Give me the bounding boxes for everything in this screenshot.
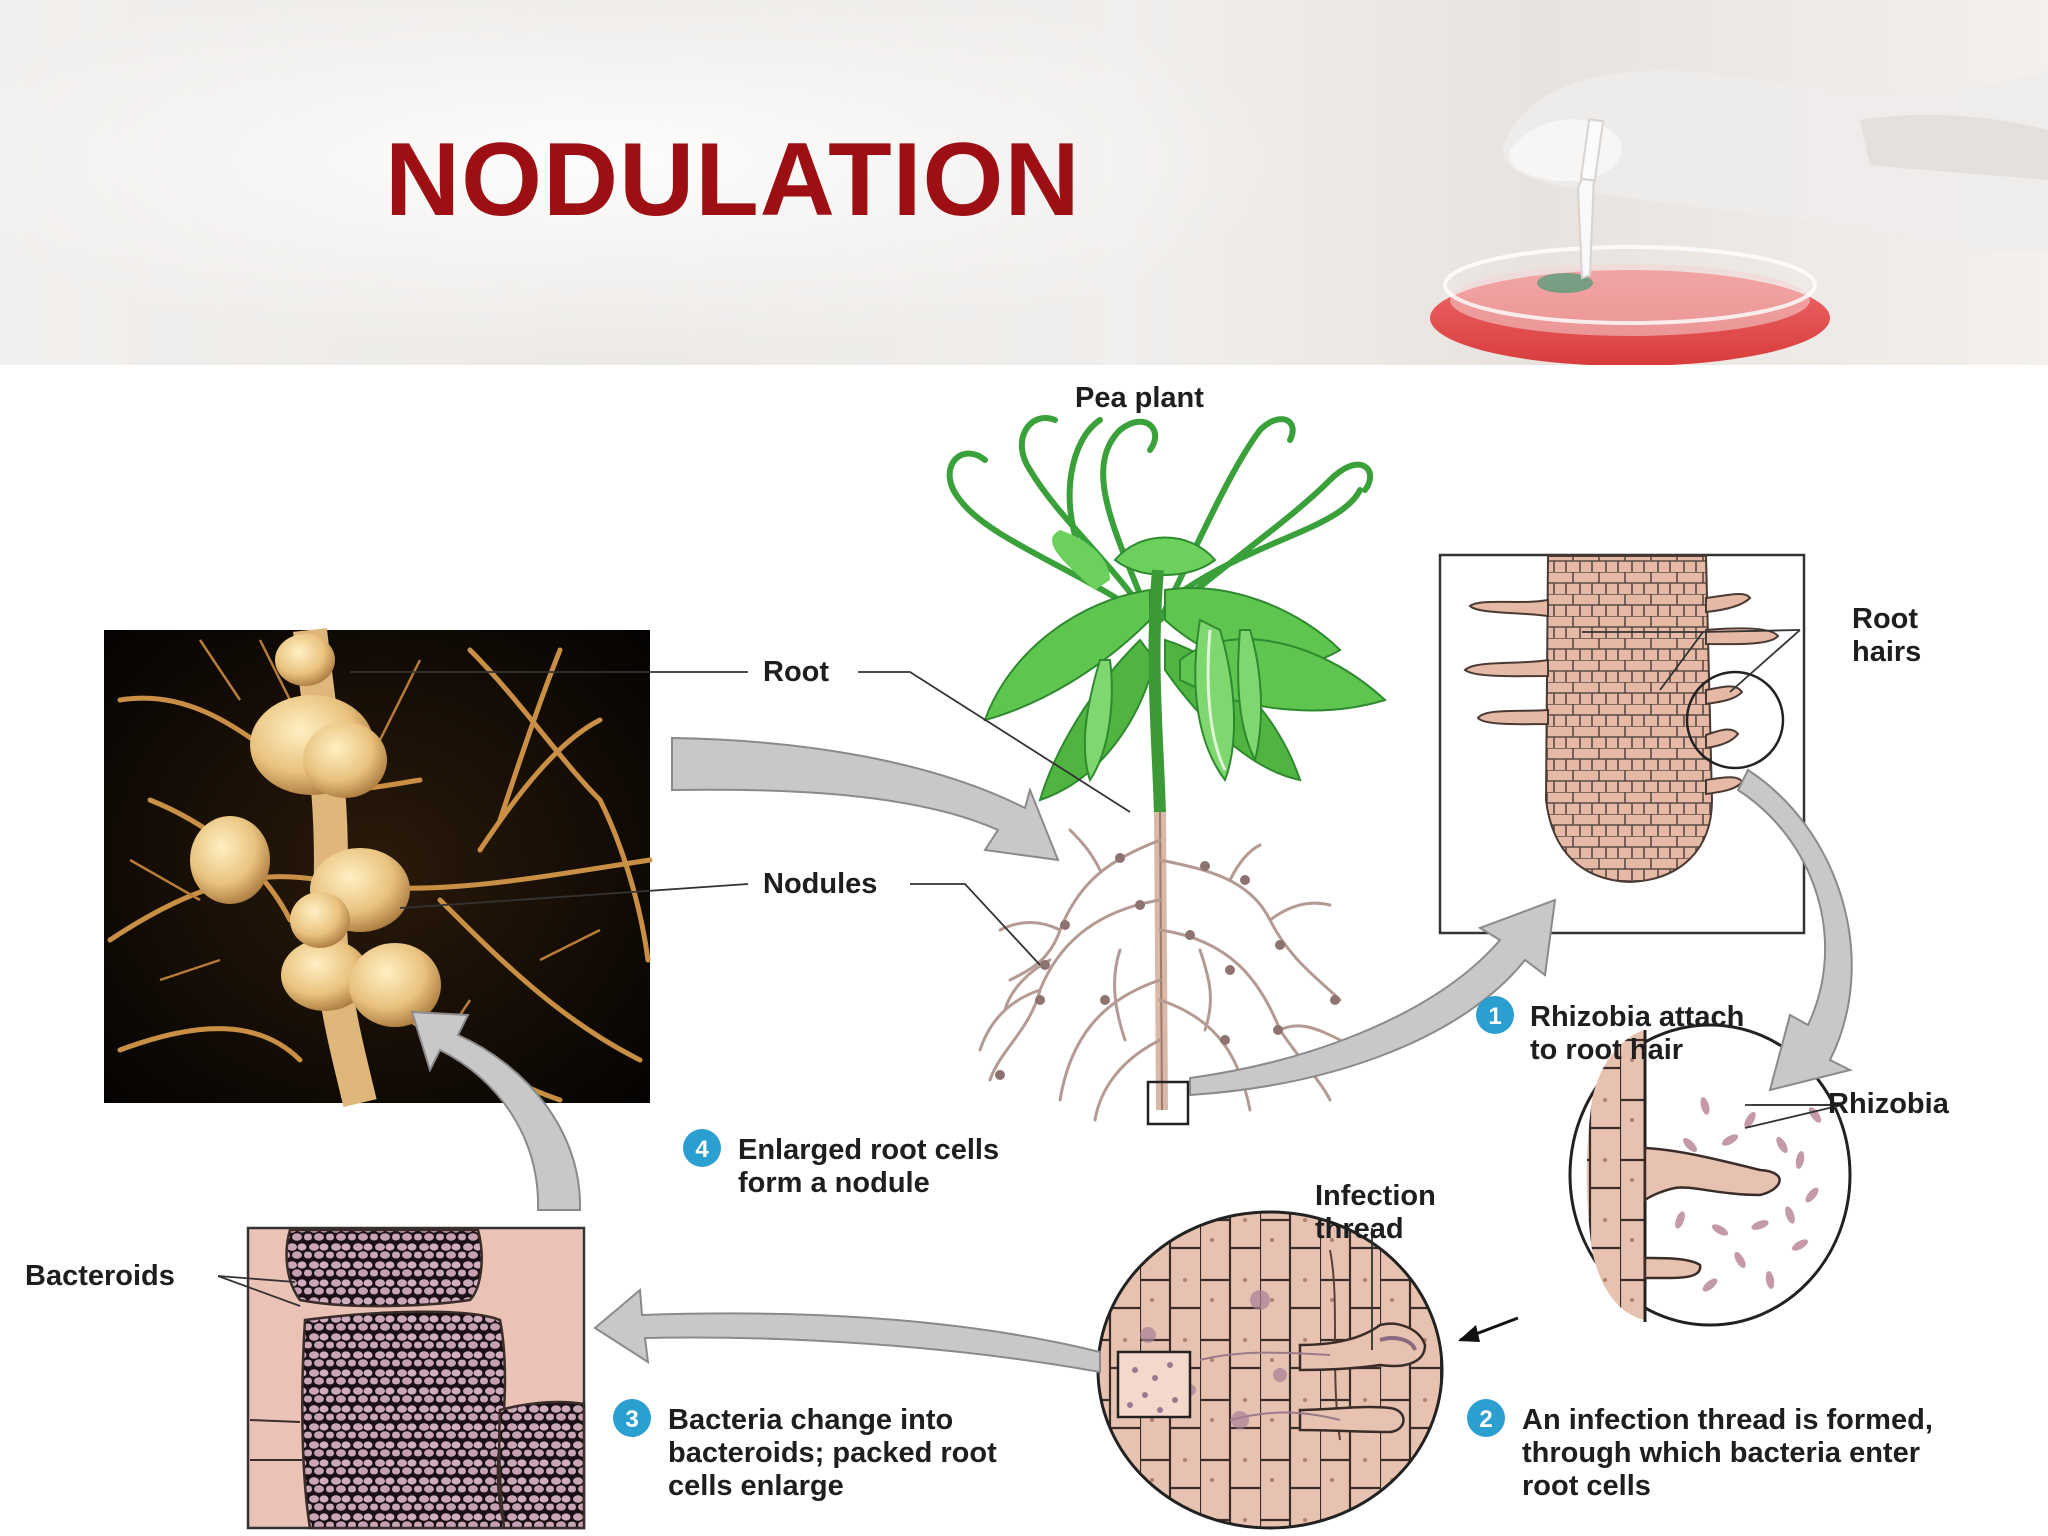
step-2-line3: root cells bbox=[1522, 1470, 1651, 1502]
arrow-thread-to-bacteroids bbox=[593, 1287, 1101, 1374]
step-4-badge bbox=[683, 1129, 721, 1167]
step-2-badge bbox=[1467, 1399, 1505, 1437]
step-1-line1: Rhizobia attach bbox=[1530, 1001, 1744, 1033]
bacteroids-inset bbox=[246, 1226, 586, 1530]
step-1: 1 Rhizobia attach to root hair bbox=[1476, 996, 1744, 1066]
step-2-line2: through which bacteria enter bbox=[1522, 1437, 1920, 1469]
step-2-line1: An infection thread is formed, bbox=[1522, 1404, 1933, 1436]
root-nodules-dots bbox=[995, 853, 1340, 1080]
label-infection-thread-line2: thread bbox=[1315, 1213, 1404, 1245]
pea-plant-illustration bbox=[946, 415, 1387, 1126]
label-root-hairs-line2: hairs bbox=[1852, 636, 1921, 668]
arrow-plant-to-root-tip bbox=[1189, 898, 1557, 1097]
label-pea-plant: Pea plant bbox=[1075, 382, 1204, 414]
step-1-number: 1 bbox=[1488, 1003, 1501, 1030]
step-3-line1: Bacteria change into bbox=[668, 1404, 953, 1436]
step-1-line2: to root hair bbox=[1530, 1034, 1683, 1066]
step-4: 4 Enlarged root cells form a nodule bbox=[683, 1129, 999, 1199]
root-nodules-photo bbox=[104, 628, 653, 1107]
step-3-number: 3 bbox=[625, 1406, 638, 1433]
slide-title: NODULATION bbox=[385, 122, 1081, 238]
label-bacteroids: Bacteroids bbox=[25, 1260, 175, 1292]
step-2-number: 2 bbox=[1479, 1406, 1492, 1433]
label-root-hairs-line1: Root bbox=[1852, 603, 1918, 635]
step-3-line2: bacteroids; packed root bbox=[668, 1437, 997, 1469]
step-1-badge bbox=[1476, 996, 1514, 1034]
step-4-number: 4 bbox=[695, 1136, 709, 1163]
step-4-line1: Enlarged root cells bbox=[738, 1134, 999, 1166]
root-tip-inset bbox=[1438, 553, 1806, 935]
label-infection-thread-line1: Infection bbox=[1315, 1180, 1436, 1212]
lab-photo-background bbox=[0, 0, 2048, 365]
rhizobia-attach-circle bbox=[1568, 1023, 1852, 1327]
label-nodules: Nodules bbox=[763, 868, 877, 900]
header-banner: NODULATION bbox=[0, 0, 2048, 365]
leader-lines bbox=[217, 629, 1843, 1350]
step-2: 2 An infection thread is formed, through… bbox=[1467, 1399, 1933, 1502]
root-tip-inset-box bbox=[1146, 1080, 1190, 1126]
arrow-photo-to-plant bbox=[671, 736, 1060, 862]
infection-thread-circle bbox=[1096, 1210, 1444, 1530]
nodulation-diagram: Pea plant Root Nodules Root hairs Rhizob… bbox=[25, 382, 1950, 1530]
arrow-bacteroids-to-photo bbox=[410, 1010, 582, 1211]
arrow-root-tip-to-attach bbox=[1736, 768, 1853, 1092]
step-3-badge bbox=[613, 1399, 651, 1437]
plant-roots bbox=[978, 828, 1342, 1122]
label-rhizobia: Rhizobia bbox=[1828, 1088, 1950, 1120]
step-4-line2: form a nodule bbox=[738, 1167, 930, 1199]
step-3: 3 Bacteria change into bacteroids; packe… bbox=[613, 1399, 997, 1502]
process-arrows bbox=[410, 736, 1853, 1374]
step-3-line3: cells enlarge bbox=[668, 1470, 844, 1502]
label-root: Root bbox=[763, 656, 829, 688]
